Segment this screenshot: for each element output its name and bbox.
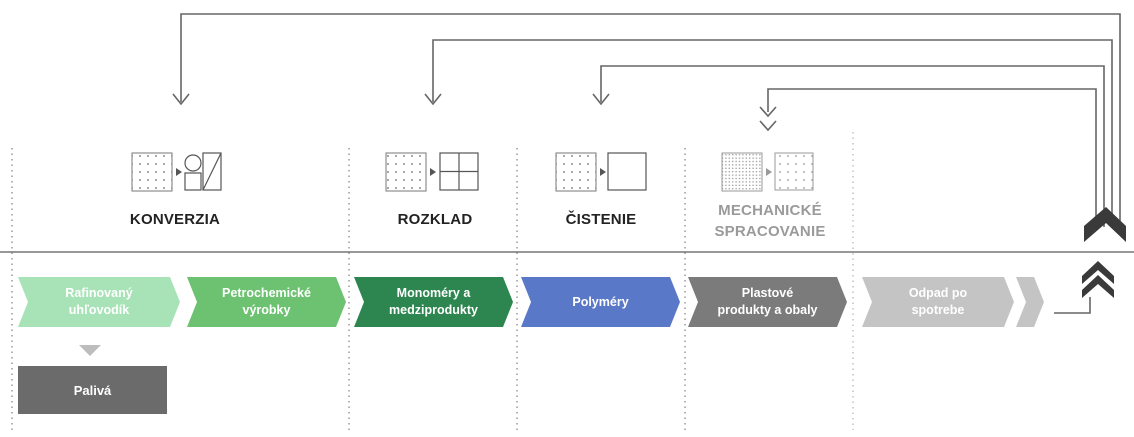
return-line	[1054, 297, 1091, 314]
feedback-arrow-konverzia	[180, 13, 1121, 227]
down-arrow-paliva-icon	[79, 345, 101, 356]
chevron-rafinovany	[18, 277, 180, 327]
chevron-monomery	[354, 277, 513, 327]
roof-marker-icon	[1084, 207, 1126, 242]
chevron-petrochemicke	[187, 277, 346, 327]
dense-dots-to-dots-icon	[721, 152, 814, 192]
paliva-label: Palivá	[73, 382, 112, 398]
dots-to-grid-icon	[385, 152, 479, 192]
chevron-plastove	[688, 277, 847, 327]
stage-chevrons	[18, 277, 1044, 327]
chevron-label-polymery: Polyméry	[572, 294, 629, 309]
chevron-label-monomery: Monoméry a medziprodukty	[389, 286, 478, 317]
chevron-polymery	[521, 277, 680, 327]
chevron-label-plastove: Plastové produkty a obaly	[717, 286, 818, 317]
stage-label-cistenie: ČISTENIE	[565, 211, 637, 228]
feedback-arrowhead-rozklad	[424, 93, 442, 106]
stage-label-konverzia: KONVERZIA	[129, 211, 221, 228]
chevron-label-odpad: Odpad po spotrebe	[908, 286, 968, 317]
chevron-odpad	[862, 277, 1014, 327]
feedback-arrowhead-mechanicke-1	[759, 106, 777, 118]
chevron-label-petrochemicke: Petrochemické výrobky	[222, 286, 311, 317]
feedback-arrow-mechanicke	[767, 88, 1097, 227]
feedback-arrowhead-mechanicke-2	[759, 120, 777, 132]
stage-label-mechanicke: MECHANICKÉ SPRACOVANIE	[714, 202, 826, 240]
paliva-box	[18, 366, 167, 414]
chevron-odpad-extra	[1016, 277, 1044, 327]
feedback-arrowhead-cistenie	[592, 93, 610, 106]
double-chevron-up-icon	[1082, 261, 1114, 298]
feedback-arrowhead-konverzia	[172, 93, 190, 106]
chevron-label-rafinovany: Rafinovaný uhľovodík	[65, 286, 133, 317]
dots-to-circle-square-icon	[131, 152, 222, 192]
feedback-arrows	[172, 13, 1121, 227]
stage-dividers	[11, 132, 854, 430]
stage-label-rozklad: ROZKLAD	[397, 211, 473, 228]
feedback-arrow-cistenie	[600, 65, 1105, 227]
feedback-arrow-rozklad	[432, 39, 1113, 227]
dots-to-empty-square-icon	[555, 152, 647, 192]
